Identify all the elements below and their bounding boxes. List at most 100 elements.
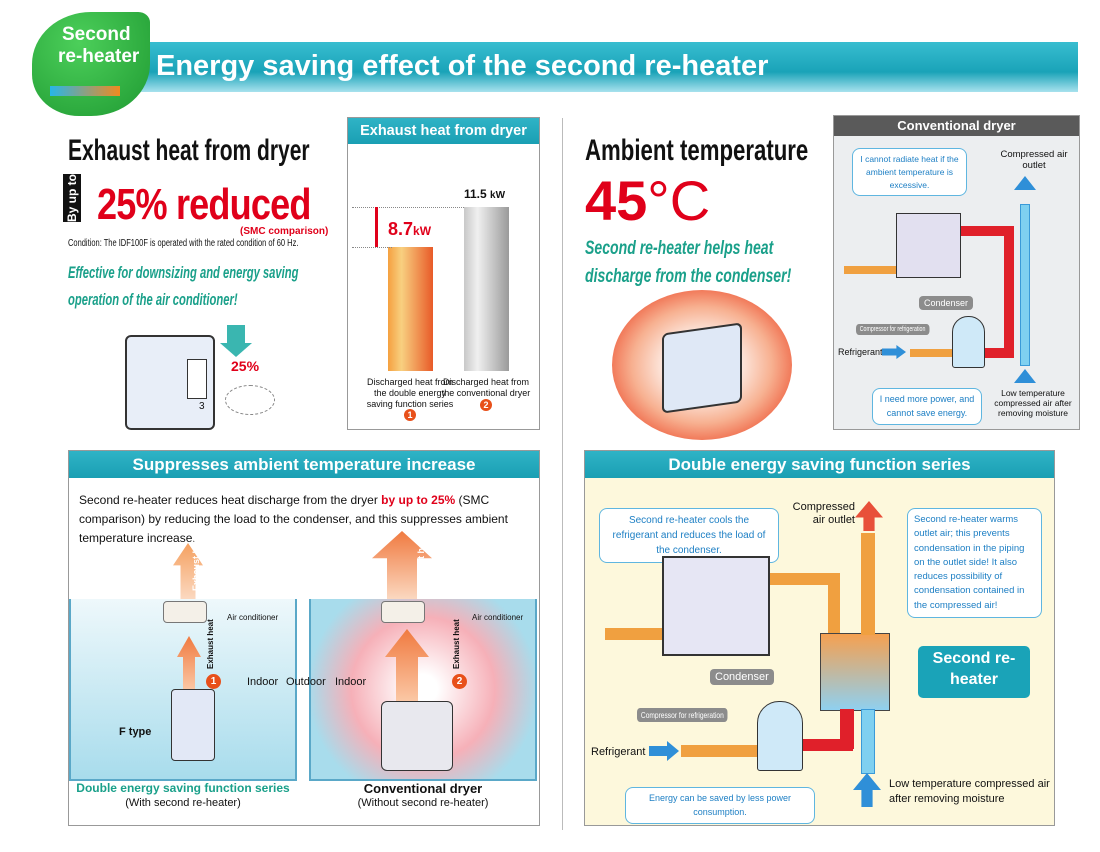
- compressor-tag: Compressor for refrigeration: [856, 324, 930, 335]
- inlet-arrow-icon: [853, 773, 881, 807]
- speech-bubble: Second re-heater cools the refrigerant a…: [599, 508, 779, 563]
- category-number: 1: [404, 409, 416, 422]
- left-caption: Double energy saving function series: [76, 781, 290, 795]
- suppress-title: Suppresses ambient temperature increase: [69, 451, 539, 478]
- refrigerant-arrow-icon: [649, 741, 679, 761]
- conventional-dryer-panel: Conventional dryer I cannot radiate heat…: [833, 115, 1080, 430]
- number-badge-1: 1: [206, 674, 221, 689]
- number-badge-2: 2: [452, 674, 467, 689]
- air-pipe: [1020, 204, 1030, 366]
- suppress-panel: Suppresses ambient temperature increase …: [68, 450, 540, 826]
- left-sub: (With second re-heater): [125, 797, 241, 809]
- air-conditioner-left: [163, 601, 207, 623]
- condenser-tag: Condenser: [710, 669, 774, 685]
- dryer-illustration: 3: [125, 335, 215, 430]
- reference-line: [352, 246, 392, 248]
- right-caption: Conventional dryer: [363, 781, 483, 796]
- bar-category-label: Discharged heat from the double energy s…: [360, 377, 460, 422]
- double-energy-panel: Double energy saving function series Sec…: [584, 450, 1055, 826]
- inlet-label: Low temperature compressed air after rem…: [889, 778, 1050, 806]
- outlet-label: Compressed air outlet: [1000, 149, 1068, 172]
- category-text: Discharged heat from the double energy s…: [366, 377, 454, 409]
- effect-text: Effective for downsizing and energy savi…: [68, 263, 299, 282]
- outlet-arrow-icon: [855, 501, 883, 531]
- speech-bubble: I need more power, and cannot save energ…: [872, 388, 982, 425]
- compressor-face: [952, 316, 985, 368]
- inlet-arrow-icon: [1014, 369, 1036, 383]
- ambient-desc: Second re-heater helps heat: [585, 238, 774, 259]
- vertical-divider: [562, 118, 563, 830]
- condenser-tag: Condenser: [919, 296, 974, 310]
- exhaust-heat-label: Exhaust heat: [416, 534, 426, 591]
- value-label: 11.5 kW: [464, 186, 506, 201]
- exhaust-heat-label: Exhaust heat: [206, 619, 215, 669]
- refrigerant-label: Refrigerant: [838, 347, 883, 357]
- ftype-dryer: [171, 689, 215, 761]
- ambient-desc: discharge from the condenser!: [585, 266, 792, 287]
- temp-value: 45: [585, 169, 648, 232]
- reference-line: [352, 206, 464, 208]
- exhaust-chart: Exhaust heat from dryer Discharged heat …: [347, 117, 540, 430]
- exhaust-cloud: [225, 385, 275, 415]
- outlet-label: Compressed air outlet: [792, 501, 855, 527]
- air-conditioner-label: Air conditioner: [472, 613, 524, 622]
- badge-text: re-heater: [58, 46, 140, 67]
- bar-2: [464, 206, 509, 371]
- hot-dryer-illustration: [612, 290, 792, 440]
- reheater-arrow-icon: [50, 86, 120, 96]
- right-sub: (Without second re-heater): [357, 797, 489, 809]
- outdoor-label: Outdoor: [286, 676, 326, 688]
- speech-bubble: Energy can be saved by less power consum…: [625, 787, 815, 824]
- ftype-label: F type: [119, 726, 152, 738]
- exhaust-heat-label: Exhaust heat: [191, 534, 201, 591]
- exhaust-heat-label: Exhaust heat: [452, 619, 461, 669]
- by-up-to-label: By up to: [63, 174, 81, 222]
- second-reheater-label: Second re-heater: [918, 646, 1030, 698]
- suppress-text: Second re-heater reduces heat discharge …: [79, 491, 534, 549]
- refrigerant-label: Refrigerant: [591, 746, 646, 758]
- suppress-text-a: Second re-heater reduces heat discharge …: [79, 493, 382, 507]
- refrigerant-arrow-icon: [882, 345, 906, 359]
- double-title: Double energy saving function series: [585, 451, 1054, 478]
- suppress-highlight: by up to 25%: [381, 493, 456, 507]
- speech-bubble: Second re-heater warms outlet air; this …: [907, 508, 1042, 618]
- air-conditioner-right: [381, 601, 425, 623]
- illus-number: 3: [199, 401, 205, 412]
- condition-text: Condition: The IDF100F is operated with …: [68, 238, 299, 249]
- effect-text: operation of the air conditioner!: [68, 290, 238, 309]
- compressor-face: [757, 701, 803, 771]
- category-text: Discharged heat from the conventional dr…: [441, 377, 531, 398]
- illus-percent: 25%: [231, 358, 260, 374]
- ambient-temp: 45°C: [585, 168, 710, 233]
- ambient-title: Ambient temperature: [585, 134, 809, 167]
- reheater-block: [820, 633, 890, 711]
- chart-title: Exhaust heat from dryer: [348, 118, 539, 144]
- condenser-face: [896, 213, 961, 278]
- speech-bubble: I cannot radiate heat if the ambient tem…: [852, 148, 967, 197]
- badge-text: Second: [62, 24, 131, 45]
- condenser-face: [662, 556, 770, 656]
- suppress-text-b: (SMC comparison) by reducing the load to…: [79, 493, 508, 546]
- bar-1: [388, 246, 433, 371]
- second-reheater-badge: Second re-heater: [32, 12, 150, 116]
- page-title: Energy saving effect of the second re-he…: [156, 50, 769, 82]
- outlet-arrow-icon: [1014, 176, 1036, 190]
- smc-comparison: (SMC comparison): [240, 226, 329, 237]
- down-arrow-icon: [227, 325, 245, 343]
- difference-arrow-icon: [375, 206, 378, 247]
- second-reheater-text: Second re-heater: [932, 650, 1016, 688]
- title-banner: [140, 42, 1078, 92]
- down-arrow-icon: [220, 343, 252, 357]
- value-label: 8.7kW: [388, 218, 432, 239]
- indoor-label: Indoor: [335, 676, 367, 688]
- reduced-headline: 25% reduced: [97, 180, 311, 229]
- air-conditioner-label: Air conditioner: [227, 613, 279, 622]
- conventional-dryer-illus: [381, 701, 453, 771]
- inlet-label: Low temperature compressed air after rem…: [994, 388, 1072, 419]
- conventional-title: Conventional dryer: [834, 116, 1079, 136]
- bar-category-label: Discharged heat from the conventional dr…: [436, 377, 536, 411]
- temp-unit: °C: [647, 169, 711, 232]
- compressor-tag: Compressor for refrigeration: [637, 708, 728, 722]
- indoor-label: Indoor: [247, 676, 279, 688]
- exhaust-title: Exhaust heat from dryer: [68, 134, 310, 167]
